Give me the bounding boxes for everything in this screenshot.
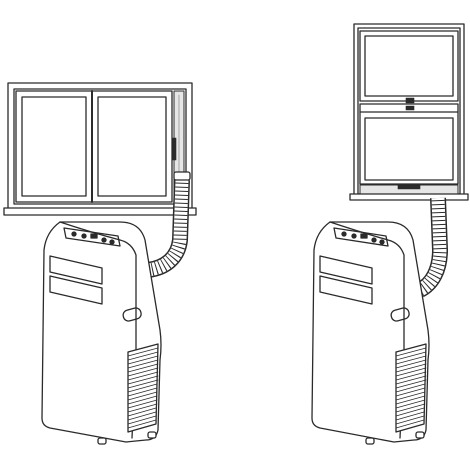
portable-air-conditioner-icon <box>311 221 430 445</box>
portable-air-conditioner-icon <box>41 221 162 445</box>
exhaust-hose-icon <box>415 197 448 298</box>
double-hung-window-icon <box>349 23 469 201</box>
castor-wheels <box>97 431 157 445</box>
control-panel <box>63 227 121 247</box>
air-outlet-louvres <box>319 255 373 305</box>
sliding-window-icon <box>3 82 197 216</box>
carry-handle <box>390 307 410 322</box>
air-outlet-louvres <box>49 255 103 305</box>
carry-handle <box>122 307 142 322</box>
control-panel <box>333 227 389 247</box>
sliding-window-installation <box>3 82 197 445</box>
castor-wheels <box>365 431 425 445</box>
side-grille <box>127 343 159 433</box>
side-grille <box>395 343 427 433</box>
double-hung-window-installation <box>311 23 469 445</box>
exhaust-hose-icon <box>146 171 191 278</box>
